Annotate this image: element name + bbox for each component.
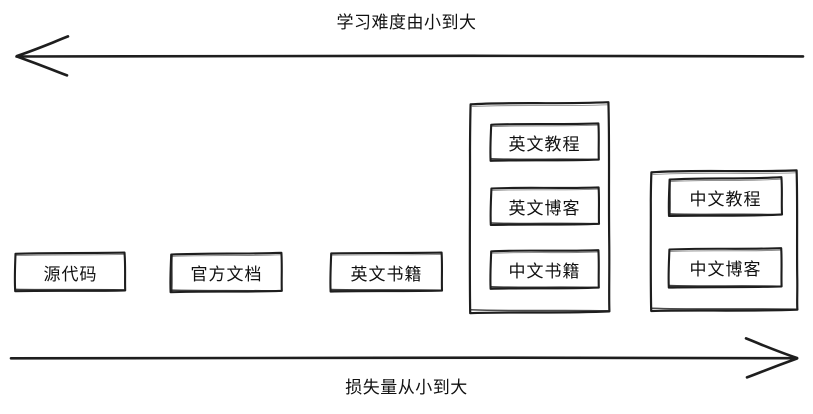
node-official-docs[interactable]: 官方文档 — [170, 252, 283, 293]
node-label-source-code: 源代码 — [43, 265, 98, 284]
group-chinese[interactable]: 中文教程 中文博客 — [650, 169, 799, 312]
node-chinese-tutorial[interactable]: 中文教程 — [689, 189, 762, 209]
top-axis-arrow — [15, 35, 805, 77]
bottom-axis-caption: 损失量从小到大 — [345, 378, 468, 397]
node-english-books[interactable]: 英文书籍 — [330, 252, 443, 293]
group-english[interactable]: 英文教程 英文博客 中文书籍 — [469, 101, 611, 314]
node-source-code[interactable]: 源代码 — [14, 252, 127, 293]
node-english-tutorial[interactable]: 英文教程 — [508, 134, 581, 154]
node-label-official-docs: 官方文档 — [190, 265, 263, 284]
node-chinese-books[interactable]: 中文书籍 — [508, 261, 581, 281]
bottom-axis-arrow — [9, 337, 799, 379]
node-english-blog[interactable]: 英文博客 — [508, 198, 581, 218]
node-chinese-blog[interactable]: 中文博客 — [689, 259, 762, 279]
node-label-english-books: 英文书籍 — [350, 265, 423, 284]
top-axis-caption: 学习难度由小到大 — [336, 13, 477, 32]
